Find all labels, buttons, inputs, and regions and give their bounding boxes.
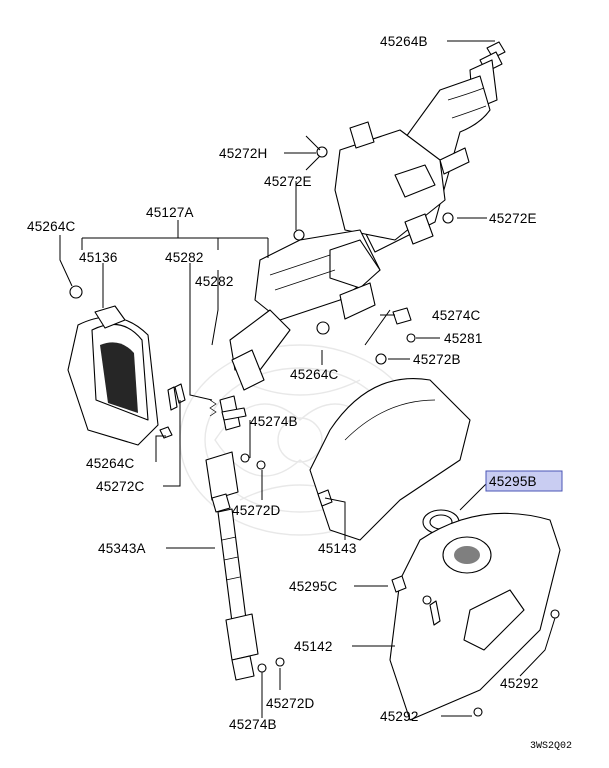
label-45272H[interactable]: 45272H <box>219 146 268 161</box>
part-labels: 45264B 45272H 45272E 45272E 45127A 45264… <box>27 34 539 732</box>
label-45274B-mid[interactable]: 45274B <box>250 414 298 429</box>
label-45281[interactable]: 45281 <box>444 331 483 346</box>
label-45272D-low[interactable]: 45272D <box>266 696 315 711</box>
leader-lines <box>59 40 556 718</box>
label-45264C-top[interactable]: 45264C <box>27 219 76 234</box>
label-45343A[interactable]: 45343A <box>98 541 146 556</box>
upper-cover-45143 <box>309 378 471 541</box>
label-45295C[interactable]: 45295C <box>289 579 338 594</box>
lower-cover-45142 <box>389 512 561 721</box>
label-45264B[interactable]: 45264B <box>380 34 428 49</box>
label-45292-bottom[interactable]: 45292 <box>380 709 419 724</box>
fasteners <box>174 146 454 404</box>
label-45264C-mid[interactable]: 45264C <box>290 367 339 382</box>
label-45272D-mid[interactable]: 45272D <box>232 503 281 518</box>
label-45282-b[interactable]: 45282 <box>195 274 234 289</box>
steering-column-assembly <box>209 41 506 431</box>
label-45292-right[interactable]: 45292 <box>500 676 539 691</box>
highlight-box-45295B <box>485 470 563 492</box>
intermediate-shaft-45343A <box>205 451 285 681</box>
label-45127A[interactable]: 45127A <box>146 205 194 220</box>
label-45282-a[interactable]: 45282 <box>165 250 204 265</box>
label-45272E-right[interactable]: 45272E <box>489 211 537 226</box>
label-45272C[interactable]: 45272C <box>96 479 145 494</box>
label-45264C-low[interactable]: 45264C <box>86 456 135 471</box>
label-45274C[interactable]: 45274C <box>432 308 481 323</box>
diagram-code: 3WS2Q02 <box>530 741 572 752</box>
label-45143[interactable]: 45143 <box>318 541 357 556</box>
label-45136[interactable]: 45136 <box>79 250 118 265</box>
label-45295B[interactable]: 45295B <box>489 474 537 489</box>
label-45272B[interactable]: 45272B <box>413 352 461 367</box>
label-45142[interactable]: 45142 <box>294 639 333 654</box>
label-45272E-left[interactable]: 45272E <box>264 174 312 189</box>
column-cover-45136 <box>67 285 178 446</box>
label-45274B-low[interactable]: 45274B <box>229 717 277 732</box>
